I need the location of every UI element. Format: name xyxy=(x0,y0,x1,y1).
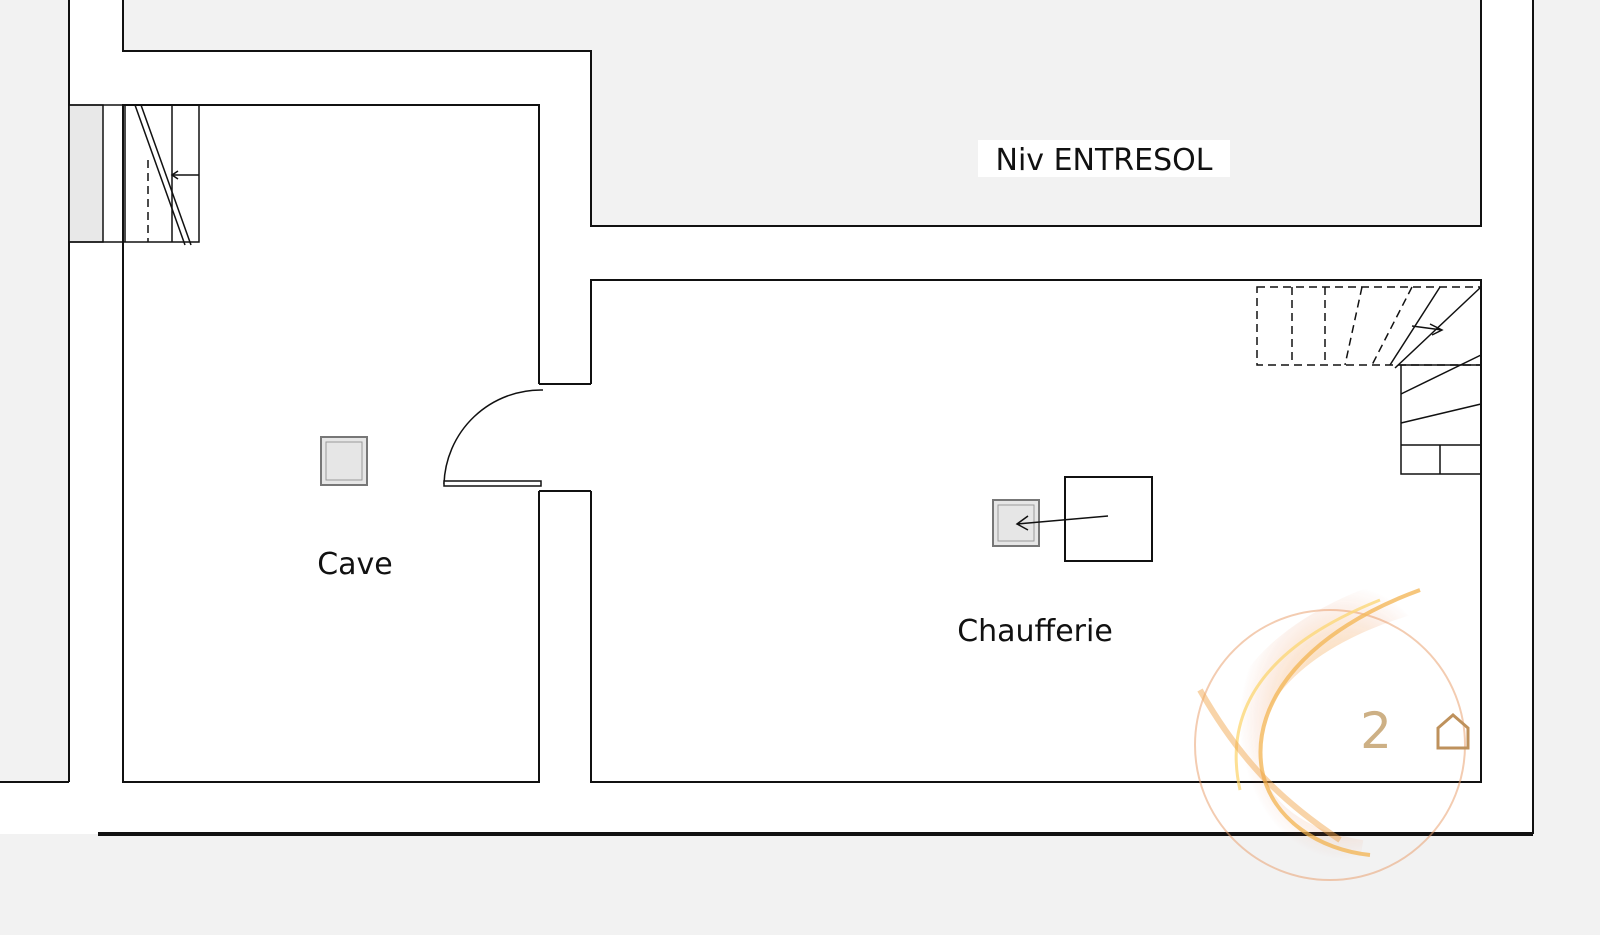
door-swing xyxy=(443,389,544,487)
watermark-number: 2 xyxy=(1360,702,1392,760)
staircase-cave xyxy=(68,104,200,246)
watermark-logo: 2 xyxy=(1194,565,1470,881)
cave-floor-drain xyxy=(320,436,368,486)
boiler xyxy=(992,476,1153,562)
staircase-chaufferie xyxy=(1256,286,1482,475)
level-label: Niv ENTRESOL xyxy=(996,143,1213,178)
room-label-chaufferie: Chaufferie xyxy=(957,614,1113,649)
chaufferie-room-walls xyxy=(590,279,1482,783)
level-label-bg xyxy=(978,140,1230,177)
house-icon xyxy=(1436,713,1470,750)
cave-room-walls xyxy=(122,104,540,783)
room-label-cave: Cave xyxy=(317,547,393,582)
